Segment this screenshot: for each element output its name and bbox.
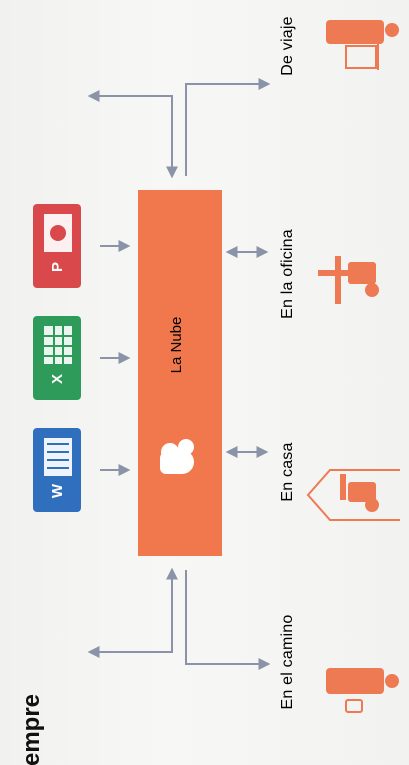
powerpoint-icon: P [33, 204, 81, 288]
person-with-laptop-icon [326, 20, 399, 70]
person-at-home-desk-icon [306, 469, 400, 521]
cloud-icon [160, 439, 194, 474]
word-icon: W [33, 428, 81, 512]
person-with-phone-icon [326, 668, 399, 713]
powerpoint-letter: P [49, 262, 66, 272]
cloud-box [138, 190, 222, 556]
location-label-de-viaje: De viaje [279, 16, 296, 75]
word-letter: W [49, 483, 66, 498]
person-at-office-desk-icon [318, 256, 379, 304]
location-label-en-el-camino: En el camino [279, 615, 296, 710]
excel-icon: X [33, 316, 81, 400]
location-label-en-casa: En casa [279, 442, 296, 501]
cloud-label: La Nube [168, 317, 185, 374]
location-label-en-la-oficina: En la oficina [279, 229, 296, 319]
excel-letter: X [49, 374, 66, 384]
